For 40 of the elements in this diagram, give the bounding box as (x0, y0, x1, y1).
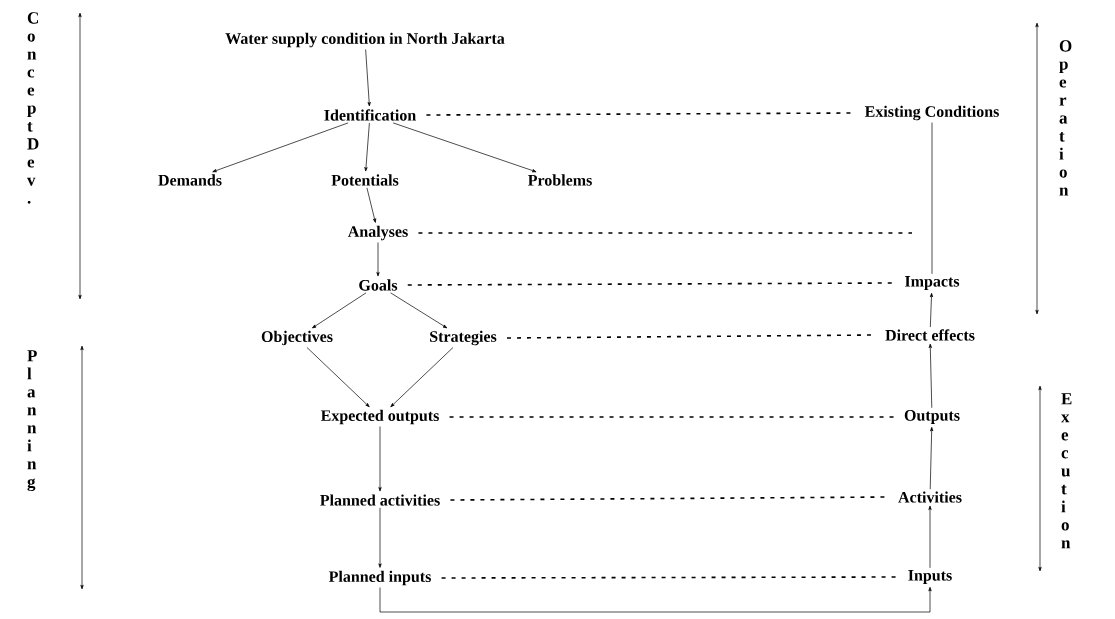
flow-label: Direct effects (885, 329, 975, 341)
arrow (365, 49, 371, 107)
phase-label: Execution (1061, 393, 1072, 549)
arrow (929, 292, 934, 328)
arrow (212, 122, 349, 173)
flow-label: Planned activities (320, 494, 440, 506)
arrow (390, 292, 448, 329)
flow-label: Analyses (347, 225, 408, 241)
arrow (928, 505, 932, 569)
flow-label: Goals (359, 279, 398, 291)
arrow (366, 187, 377, 223)
flow-label: Identification (324, 109, 416, 121)
flow-label: Impacts (905, 276, 960, 290)
flow-label: Potentials (331, 174, 399, 186)
flow-label: Expected outputs (320, 409, 439, 425)
arrow (928, 343, 933, 409)
arrow (390, 347, 454, 408)
arrow (364, 122, 370, 172)
arrow (929, 426, 934, 490)
arrow (392, 122, 537, 173)
flow-label: Problems (528, 174, 592, 186)
arrow (312, 292, 367, 329)
phase-label: Concept Dev. (27, 12, 39, 204)
flow-label: Water supply condition in North Jakarta (225, 32, 505, 48)
flow-label: Demands (158, 174, 222, 186)
flow-label: Strategies (430, 330, 497, 346)
connector-line (931, 122, 933, 275)
flow-label: Planned inputs (328, 570, 431, 586)
flow-label: Activities (898, 491, 962, 503)
arrow (306, 347, 370, 408)
arrow (379, 586, 932, 613)
arrow (376, 242, 380, 277)
phase-label: Operation (1059, 40, 1072, 196)
flow-label: Objectives (261, 330, 333, 346)
flow-label: Existing Conditions (864, 105, 999, 121)
flow-label: Outputs (904, 410, 960, 424)
arrow (378, 507, 382, 568)
flow-label: Inputs (908, 570, 952, 584)
arrow (378, 426, 382, 492)
phase-label: Planning (27, 350, 37, 492)
